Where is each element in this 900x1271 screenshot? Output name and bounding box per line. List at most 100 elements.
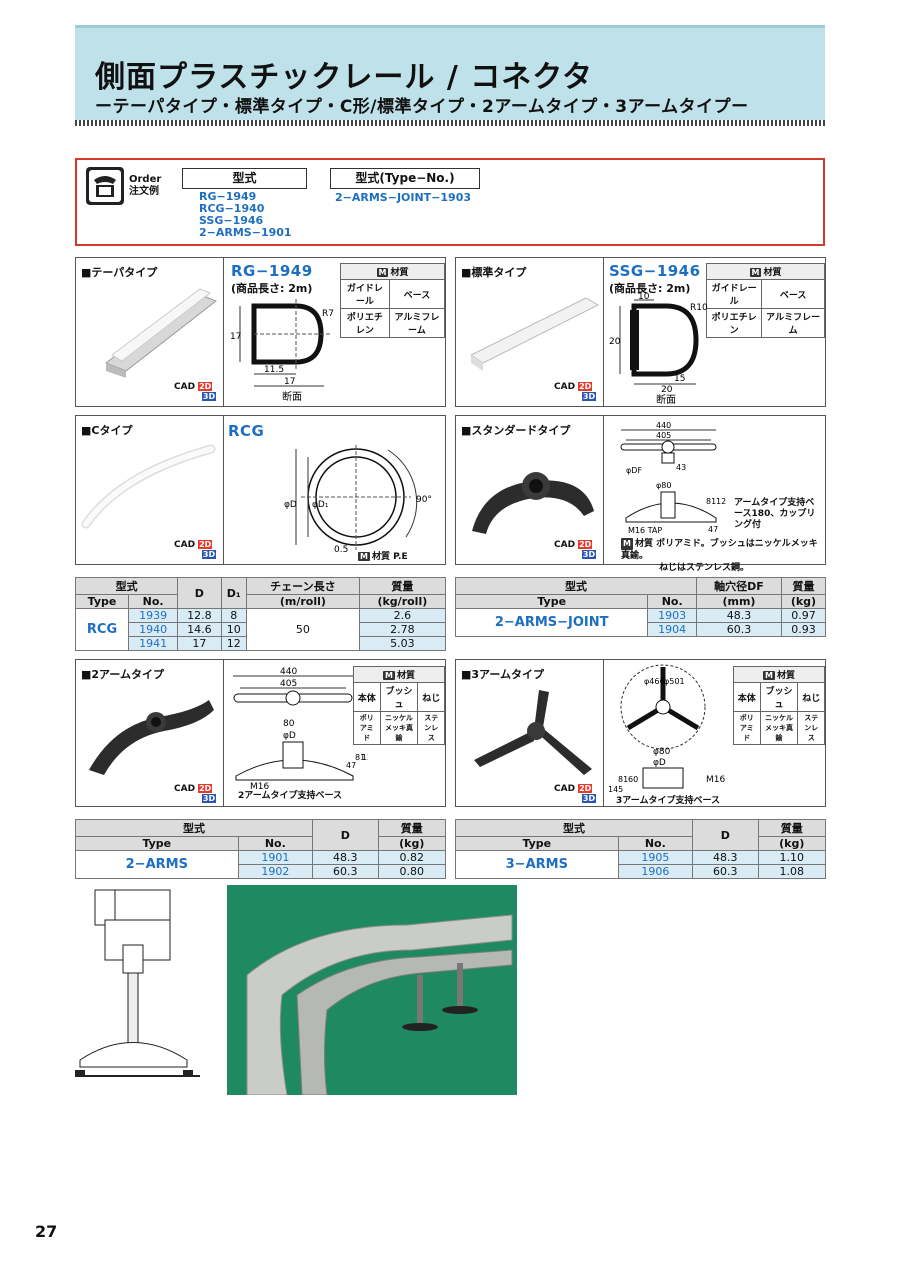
order-col1-values: RG−1949 RCG−1940 SSG−1946 2−ARMS−1901 — [199, 190, 292, 239]
panel-caption: ■スタンダードタイプ — [461, 424, 571, 437]
svg-text:φDF: φDF — [626, 466, 642, 475]
svg-text:47: 47 — [346, 761, 356, 770]
arm3-drawing: φ466 φ501 φ80 φD 145 81 60 M16 — [608, 664, 725, 794]
svg-text:断面: 断面 — [282, 390, 302, 402]
svg-text:81: 81 — [355, 753, 365, 762]
svg-text:φ80: φ80 — [653, 747, 671, 757]
arm2-note: 2アームタイプ支持ベース — [238, 791, 343, 801]
svg-text:47: 47 — [708, 525, 718, 534]
model-length: (商品長さ: 2m) — [609, 282, 691, 295]
svg-text:80: 80 — [283, 719, 295, 729]
svg-text:81: 81 — [618, 775, 628, 784]
conveyor-photo — [227, 885, 517, 1096]
svg-text:405: 405 — [656, 431, 671, 440]
svg-text:17: 17 — [230, 332, 241, 342]
svg-text:φ501: φ501 — [664, 677, 685, 686]
svg-text:φD: φD — [283, 731, 296, 741]
svg-text:17: 17 — [284, 377, 295, 387]
arm2-drawing: 440 405 80 φD 47 81 128 M16 — [233, 667, 368, 792]
svg-text:145: 145 — [608, 785, 623, 794]
panel-caption: ■2アームタイプ — [81, 668, 165, 681]
panel-caption: ■テーパタイプ — [81, 266, 158, 279]
svg-text:φD: φD — [653, 758, 666, 768]
svg-text:81: 81 — [706, 497, 716, 506]
svg-text:11.5: 11.5 — [264, 365, 284, 375]
rail-image — [81, 444, 216, 529]
order-example-box: Order 注文例 型式 RG−1949 RCG−1940 SSG−1946 2… — [75, 158, 825, 246]
arm3-note: 3アームタイプ支持ベース — [616, 796, 721, 806]
svg-text:10: 10 — [638, 292, 650, 302]
order-label-ja: 注文例 — [129, 186, 159, 197]
page-subtitle: ーテーパタイプ・標準タイプ・C形/標準タイプ・2アームタイプ・3アームタイプー — [95, 97, 749, 117]
arm2-image — [89, 700, 214, 775]
model-name: SSG−1946 — [609, 262, 701, 280]
panel-caption: ■Cタイプ — [81, 424, 133, 437]
joint-image — [472, 472, 594, 534]
arm3-image — [474, 690, 592, 775]
model-name: RCG — [228, 422, 265, 440]
stand-assembly-drawing — [75, 889, 200, 1077]
svg-text:60: 60 — [628, 775, 638, 784]
ring-drawing: φD φD₁ 90° 0.5 — [284, 445, 432, 555]
order-col1-header: 型式 — [182, 168, 307, 189]
cross-section-drawing: 17 R7 11.5 17 断面 — [230, 299, 334, 402]
svg-text:R10: R10 — [690, 303, 708, 313]
page-number: 27 — [35, 1222, 58, 1241]
svg-text:440: 440 — [280, 667, 297, 677]
svg-text:128: 128 — [362, 753, 368, 762]
svg-text:M16 TAP: M16 TAP — [628, 526, 662, 535]
svg-text:φ466: φ466 — [644, 677, 665, 686]
svg-text:90°: 90° — [416, 495, 432, 505]
model-length: (商品長さ: 2m) — [231, 282, 313, 295]
cross-section-drawing: 10 R10 20 20 15 断面 — [609, 292, 708, 404]
svg-text:M16: M16 — [250, 782, 269, 792]
panel-caption: ■3アームタイプ — [461, 668, 545, 681]
model-name: RG−1949 — [231, 262, 313, 280]
svg-text:440: 440 — [656, 421, 671, 430]
svg-text:φD: φD — [284, 500, 297, 510]
conveyor-illustration — [246, 914, 513, 1096]
svg-text:20: 20 — [661, 385, 673, 395]
panel-caption: ■標準タイプ — [461, 266, 527, 279]
joint-note: アームタイプ支持ベース180、カップリング付 — [734, 498, 816, 530]
order-col2-header: 型式(Type−No.) — [330, 168, 480, 189]
page-title: 側面プラスチックレール / コネクタ — [95, 60, 594, 95]
svg-text:128: 128 — [716, 497, 726, 506]
svg-text:43: 43 — [676, 463, 686, 472]
svg-text:20: 20 — [609, 337, 621, 347]
phone-icon — [86, 167, 124, 205]
svg-text:15: 15 — [674, 374, 685, 384]
joint-drawing: 440 405 φDF 43 φ80 81 128 47 M16 TAP — [620, 421, 726, 535]
svg-text:M16: M16 — [706, 775, 725, 785]
svg-text:φD₁: φD₁ — [312, 500, 329, 510]
svg-text:断面: 断面 — [656, 393, 676, 404]
svg-text:405: 405 — [280, 679, 297, 689]
svg-text:0.5: 0.5 — [334, 545, 348, 555]
rail-image — [470, 297, 600, 371]
